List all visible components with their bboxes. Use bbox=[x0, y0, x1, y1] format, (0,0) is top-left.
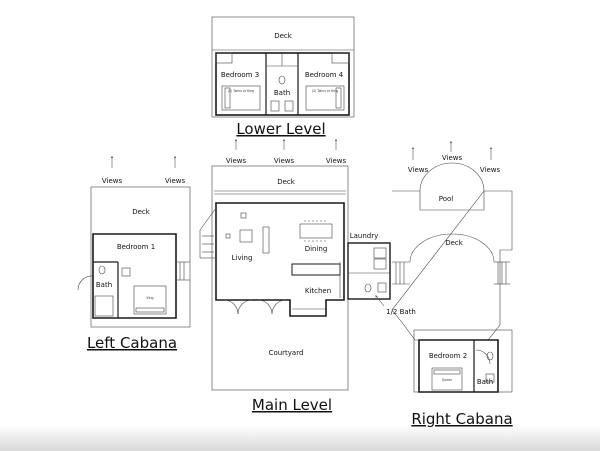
right-cabana-plan: Bedroom 2 Bath Queen Right Cabana bbox=[411, 329, 513, 428]
lower-level-plan: Deck Bedroom 3 Bath Bedroom 4 (2) Twins … bbox=[211, 16, 355, 138]
laundry-walls bbox=[347, 242, 391, 300]
views-left-2: Views bbox=[165, 177, 186, 185]
pool-deck-plan: Pool Deck bbox=[391, 162, 513, 341]
right-bath-door-arc bbox=[475, 349, 491, 365]
right-cabana-walls bbox=[418, 339, 499, 393]
dining-label: Dining bbox=[305, 245, 328, 253]
bed4-pillow bbox=[335, 87, 342, 109]
left-bath-door-arc bbox=[77, 275, 94, 291]
pool-deck-label: Deck bbox=[445, 239, 464, 247]
door-arc-3 bbox=[257, 299, 273, 315]
living-lamp bbox=[240, 212, 247, 219]
lower-sink-right-icon bbox=[284, 100, 294, 112]
dryer-icon bbox=[373, 258, 387, 270]
pool-shape bbox=[419, 162, 485, 211]
main-left-stairs bbox=[199, 207, 217, 259]
left-deck-label: Deck bbox=[132, 208, 151, 216]
door-arc-1 bbox=[223, 299, 239, 315]
left-toilet-icon bbox=[98, 265, 106, 275]
left-cabana-walls bbox=[92, 233, 177, 319]
bed-bedroom-4 bbox=[305, 85, 345, 111]
half-bath-label: 1/2 Bath bbox=[386, 308, 416, 316]
left-cabana-plan: Deck Bedroom 1 Bath King Left Cabana bbox=[77, 186, 191, 352]
half-bath-sink-icon bbox=[377, 282, 387, 293]
pool-right-stairs bbox=[494, 261, 510, 285]
lower-sink-left-icon bbox=[270, 100, 280, 112]
bed3-note: (2) Twins or King bbox=[228, 89, 254, 93]
right-cabana-bed bbox=[431, 367, 463, 391]
views-main-1: Views bbox=[226, 157, 247, 165]
right-bed-pillow bbox=[433, 369, 461, 375]
living-chair bbox=[239, 229, 253, 243]
door-arc-4 bbox=[271, 299, 287, 315]
living-label: Living bbox=[232, 254, 253, 262]
views-left-1: Views bbox=[102, 177, 123, 185]
bedroom-4-label: Bedroom 4 bbox=[305, 71, 344, 79]
left-bath-label: Bath bbox=[96, 281, 112, 289]
living-side-table bbox=[225, 233, 231, 239]
left-cabana-bed bbox=[133, 285, 167, 315]
right-bed-note: Queen bbox=[442, 378, 452, 382]
kitchen-label: Kitchen bbox=[305, 287, 331, 295]
pool-deck-outline bbox=[391, 190, 513, 341]
left-bed-note: King bbox=[146, 296, 153, 300]
views-pool-2: Views bbox=[442, 154, 463, 162]
pool-deck-arc bbox=[409, 233, 495, 263]
lower-bath-label: Bath bbox=[274, 89, 290, 97]
lower-level-outline bbox=[211, 16, 355, 118]
half-bath-pointer bbox=[375, 295, 385, 307]
left-bed-pillow bbox=[135, 307, 165, 313]
views-pool-3: Views bbox=[480, 166, 501, 174]
left-cabana-title: Left Cabana bbox=[87, 334, 177, 352]
lower-level-title: Lower Level bbox=[236, 120, 325, 138]
pool-label: Pool bbox=[439, 195, 454, 203]
bed3-pillow bbox=[224, 87, 231, 109]
view-indicators: Views Views Views Views Views Views View… bbox=[102, 138, 501, 185]
dining-table bbox=[299, 223, 333, 239]
views-main-3: Views bbox=[326, 157, 347, 165]
left-sink-icon bbox=[121, 267, 131, 277]
half-bath-toilet-icon bbox=[364, 283, 372, 293]
bottom-fade bbox=[0, 425, 600, 451]
courtyard-label: Courtyard bbox=[269, 349, 304, 357]
bedroom-3-label: Bedroom 3 bbox=[221, 71, 259, 79]
lower-rooms-block bbox=[215, 52, 350, 116]
bedroom-2-label: Bedroom 2 bbox=[429, 352, 467, 360]
main-house-walls bbox=[215, 202, 345, 317]
living-sofa bbox=[262, 226, 270, 254]
right-bath-label: Bath bbox=[477, 378, 493, 386]
main-deck-label: Deck bbox=[277, 178, 296, 186]
left-cabana-outline bbox=[90, 186, 191, 328]
door-arc-2 bbox=[237, 299, 253, 315]
right-sink-icon bbox=[485, 373, 495, 383]
closet-bed4 bbox=[331, 52, 350, 64]
main-level-title: Main Level bbox=[252, 396, 332, 414]
bed-bedroom-3 bbox=[221, 85, 261, 111]
left-shower-icon bbox=[94, 295, 114, 317]
main-level-plan: Deck Living Dining Kitchen bbox=[199, 165, 349, 414]
laundry-label: Laundry bbox=[350, 232, 379, 240]
lower-deck-label: Deck bbox=[274, 32, 293, 40]
views-pool-1: Views bbox=[408, 166, 429, 174]
closet-bed3 bbox=[215, 52, 233, 64]
right-toilet-icon bbox=[486, 351, 494, 361]
bed4-note: (2) Twins or King bbox=[312, 89, 338, 93]
views-main-2: Views bbox=[274, 157, 295, 165]
bedroom-1-label: Bedroom 1 bbox=[117, 243, 155, 251]
laundry-halfbath-plan: Laundry 1/2 Bath bbox=[347, 232, 416, 316]
washer-icon bbox=[373, 247, 387, 259]
kitchen-island bbox=[291, 263, 341, 276]
right-cabana-title: Right Cabana bbox=[411, 410, 512, 428]
pool-left-stairs bbox=[392, 261, 410, 285]
lower-toilet-icon bbox=[278, 75, 286, 85]
left-cabana-stairs bbox=[176, 261, 190, 281]
